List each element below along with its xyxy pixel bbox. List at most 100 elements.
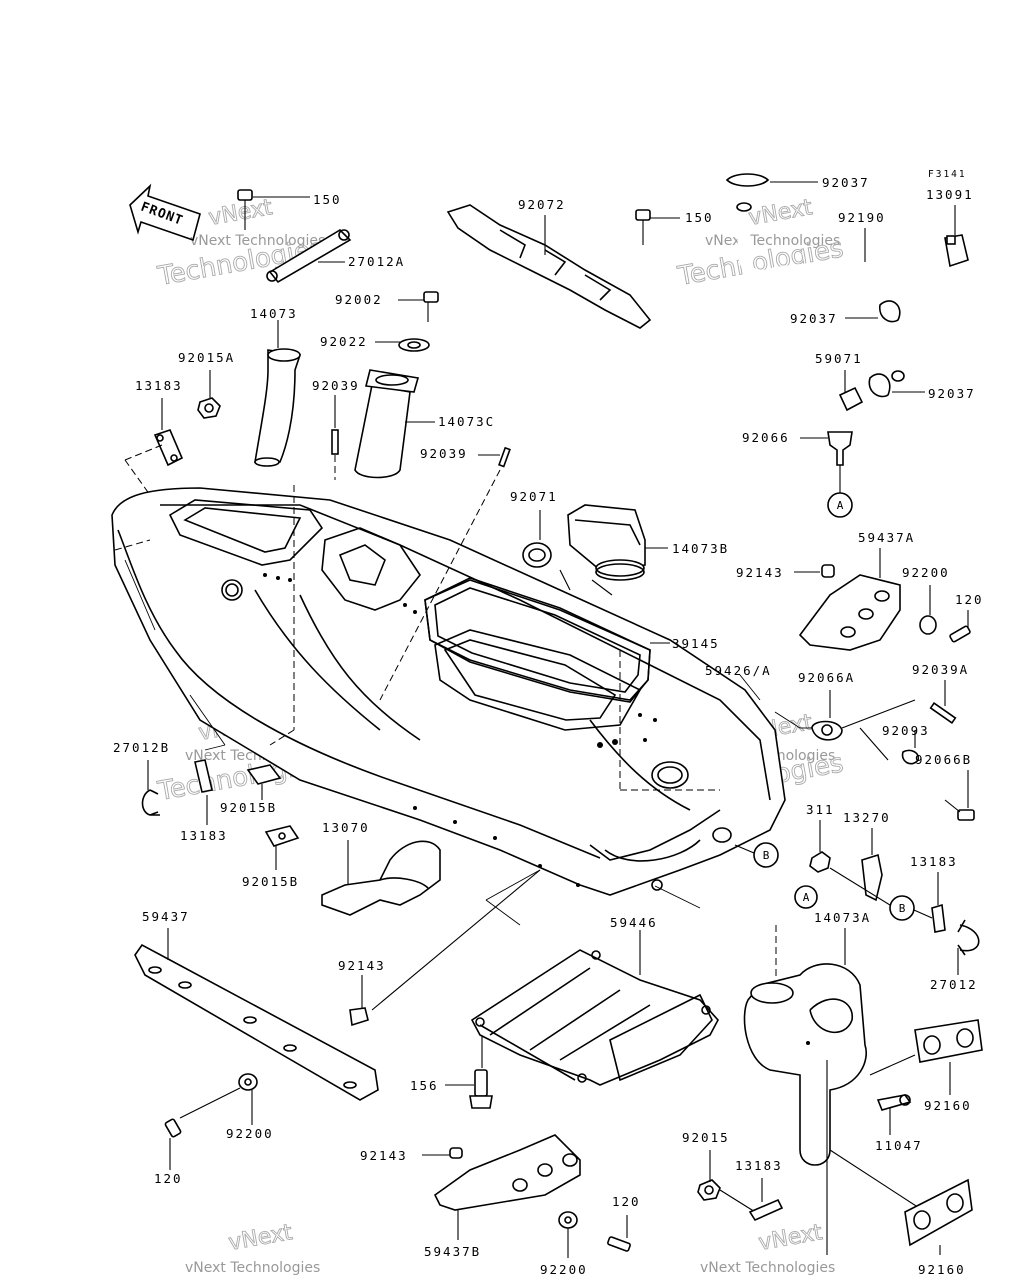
svg-text:vNext: vNext xyxy=(747,195,815,231)
ref-a-label: A xyxy=(837,499,844,512)
seal-39145 xyxy=(424,577,651,703)
hose-92190 xyxy=(725,173,967,398)
label-92200: 92200 xyxy=(902,565,950,580)
cover-13070 xyxy=(321,840,441,916)
label-92015: 92015 xyxy=(682,1130,730,1145)
label-92066A: 92066A xyxy=(798,670,855,685)
label-156: 156 xyxy=(410,1078,439,1093)
bracket-13270 xyxy=(809,820,891,906)
label-59437: 59437 xyxy=(142,909,190,924)
leader-lines xyxy=(124,559,761,926)
label-120: 120 xyxy=(154,1171,183,1186)
label-13183: 13183 xyxy=(135,378,183,393)
svg-text:vNext Technologies: vNext Technologies xyxy=(185,1260,320,1276)
ref-B xyxy=(734,842,915,921)
label-92093: 92093 xyxy=(882,723,930,738)
strap-27012B xyxy=(141,744,300,870)
label-92190: 92190 xyxy=(838,210,886,225)
label-14073A: 14073A xyxy=(814,910,871,925)
label-92037: 92037 xyxy=(790,311,838,326)
label-92066B: 92066B xyxy=(915,752,972,767)
label-14073B: 14073B xyxy=(672,541,729,556)
label-11047: 11047 xyxy=(875,1138,923,1153)
label-27012A: 27012A xyxy=(348,254,405,269)
strap-13183-right xyxy=(913,872,980,975)
label-311: 311 xyxy=(806,802,835,817)
label-92143: 92143 xyxy=(360,1148,408,1163)
ref-b-label: B xyxy=(763,849,770,862)
label-92002: 92002 xyxy=(335,292,383,307)
svg-text:vNext Technologies: vNext Technologies xyxy=(190,233,325,249)
duct-14073A xyxy=(743,885,931,1255)
plate-59437 xyxy=(134,928,379,1101)
label-92039: 92039 xyxy=(420,446,468,461)
label-14073C: 14073C xyxy=(438,414,495,429)
label-59426-A: 59426/A xyxy=(705,663,772,678)
screw-92039 xyxy=(331,395,511,701)
bolt-156 xyxy=(445,1035,493,1109)
label-92072: 92072 xyxy=(518,197,566,212)
label-150: 150 xyxy=(313,192,342,207)
label-92015B: 92015B xyxy=(242,874,299,889)
label-92160: 92160 xyxy=(924,1098,972,1113)
part-labels: F3141 150 27012A 92002 14073 92022 92015… xyxy=(113,169,984,1277)
label-92022: 92022 xyxy=(320,334,368,349)
label-59437A: 59437A xyxy=(858,530,915,545)
plate-59437B xyxy=(422,1134,581,1240)
label-92037: 92037 xyxy=(928,386,976,401)
bracket-27012A xyxy=(237,189,352,284)
plate-59437A xyxy=(794,548,971,651)
duct-14073C xyxy=(354,291,439,479)
strap-92072 xyxy=(446,204,680,329)
grommet-92066A xyxy=(774,680,975,821)
svg-text:vNext: vNext xyxy=(757,1220,825,1256)
washer-92200-bottom xyxy=(558,1211,631,1258)
label-120: 120 xyxy=(955,592,984,607)
nut-92015 xyxy=(697,1150,784,1222)
label-13183: 13183 xyxy=(735,1158,783,1173)
label-150: 150 xyxy=(685,210,714,225)
label-92037: 92037 xyxy=(822,175,870,190)
label-59071: 59071 xyxy=(815,351,863,366)
duct-14073B xyxy=(522,504,670,644)
nut-92015A xyxy=(114,370,221,551)
svg-text:vNext Technologies: vNext Technologies xyxy=(700,1260,835,1276)
reference-letters: A A B B xyxy=(763,499,906,915)
label-59446: 59446 xyxy=(610,915,658,930)
label-92015A: 92015A xyxy=(178,350,235,365)
label-92143: 92143 xyxy=(736,565,784,580)
label-27012: 27012 xyxy=(930,977,978,992)
label-13183: 13183 xyxy=(910,854,958,869)
label-92200: 92200 xyxy=(226,1126,274,1141)
label-27012B: 27012B xyxy=(113,740,170,755)
label-39145: 39145 xyxy=(672,636,720,651)
label-92015B: 92015B xyxy=(220,800,277,815)
bolt-11047 xyxy=(876,1094,912,1135)
label-92066: 92066 xyxy=(742,430,790,445)
svg-text:FRONT: FRONT xyxy=(139,200,186,229)
figure-code: F3141 xyxy=(928,169,967,180)
label-92071: 92071 xyxy=(510,489,558,504)
label-92039: 92039 xyxy=(312,378,360,393)
label-120: 120 xyxy=(612,1194,641,1209)
ref-b-label: B xyxy=(899,902,906,915)
ref-a-label: A xyxy=(803,891,810,904)
label-92039A: 92039A xyxy=(912,662,969,677)
rivet-92143 xyxy=(349,869,541,1027)
part-13091 xyxy=(944,205,969,268)
duct-14073 xyxy=(254,320,302,746)
washer-92200-left xyxy=(164,1073,258,1170)
front-arrow: FRONT xyxy=(129,183,201,242)
valve-59071 xyxy=(800,370,864,518)
plate-92160 xyxy=(869,1019,983,1255)
label-92143: 92143 xyxy=(338,958,386,973)
label-92160: 92160 xyxy=(918,1262,966,1277)
label-59437B: 59437B xyxy=(424,1244,481,1259)
label-13070: 13070 xyxy=(322,820,370,835)
svg-text:vNext: vNext xyxy=(227,1220,295,1256)
label-13183: 13183 xyxy=(180,828,228,843)
grate-59446 xyxy=(470,930,719,1086)
label-14073: 14073 xyxy=(250,306,298,321)
label-92200: 92200 xyxy=(540,1262,588,1277)
